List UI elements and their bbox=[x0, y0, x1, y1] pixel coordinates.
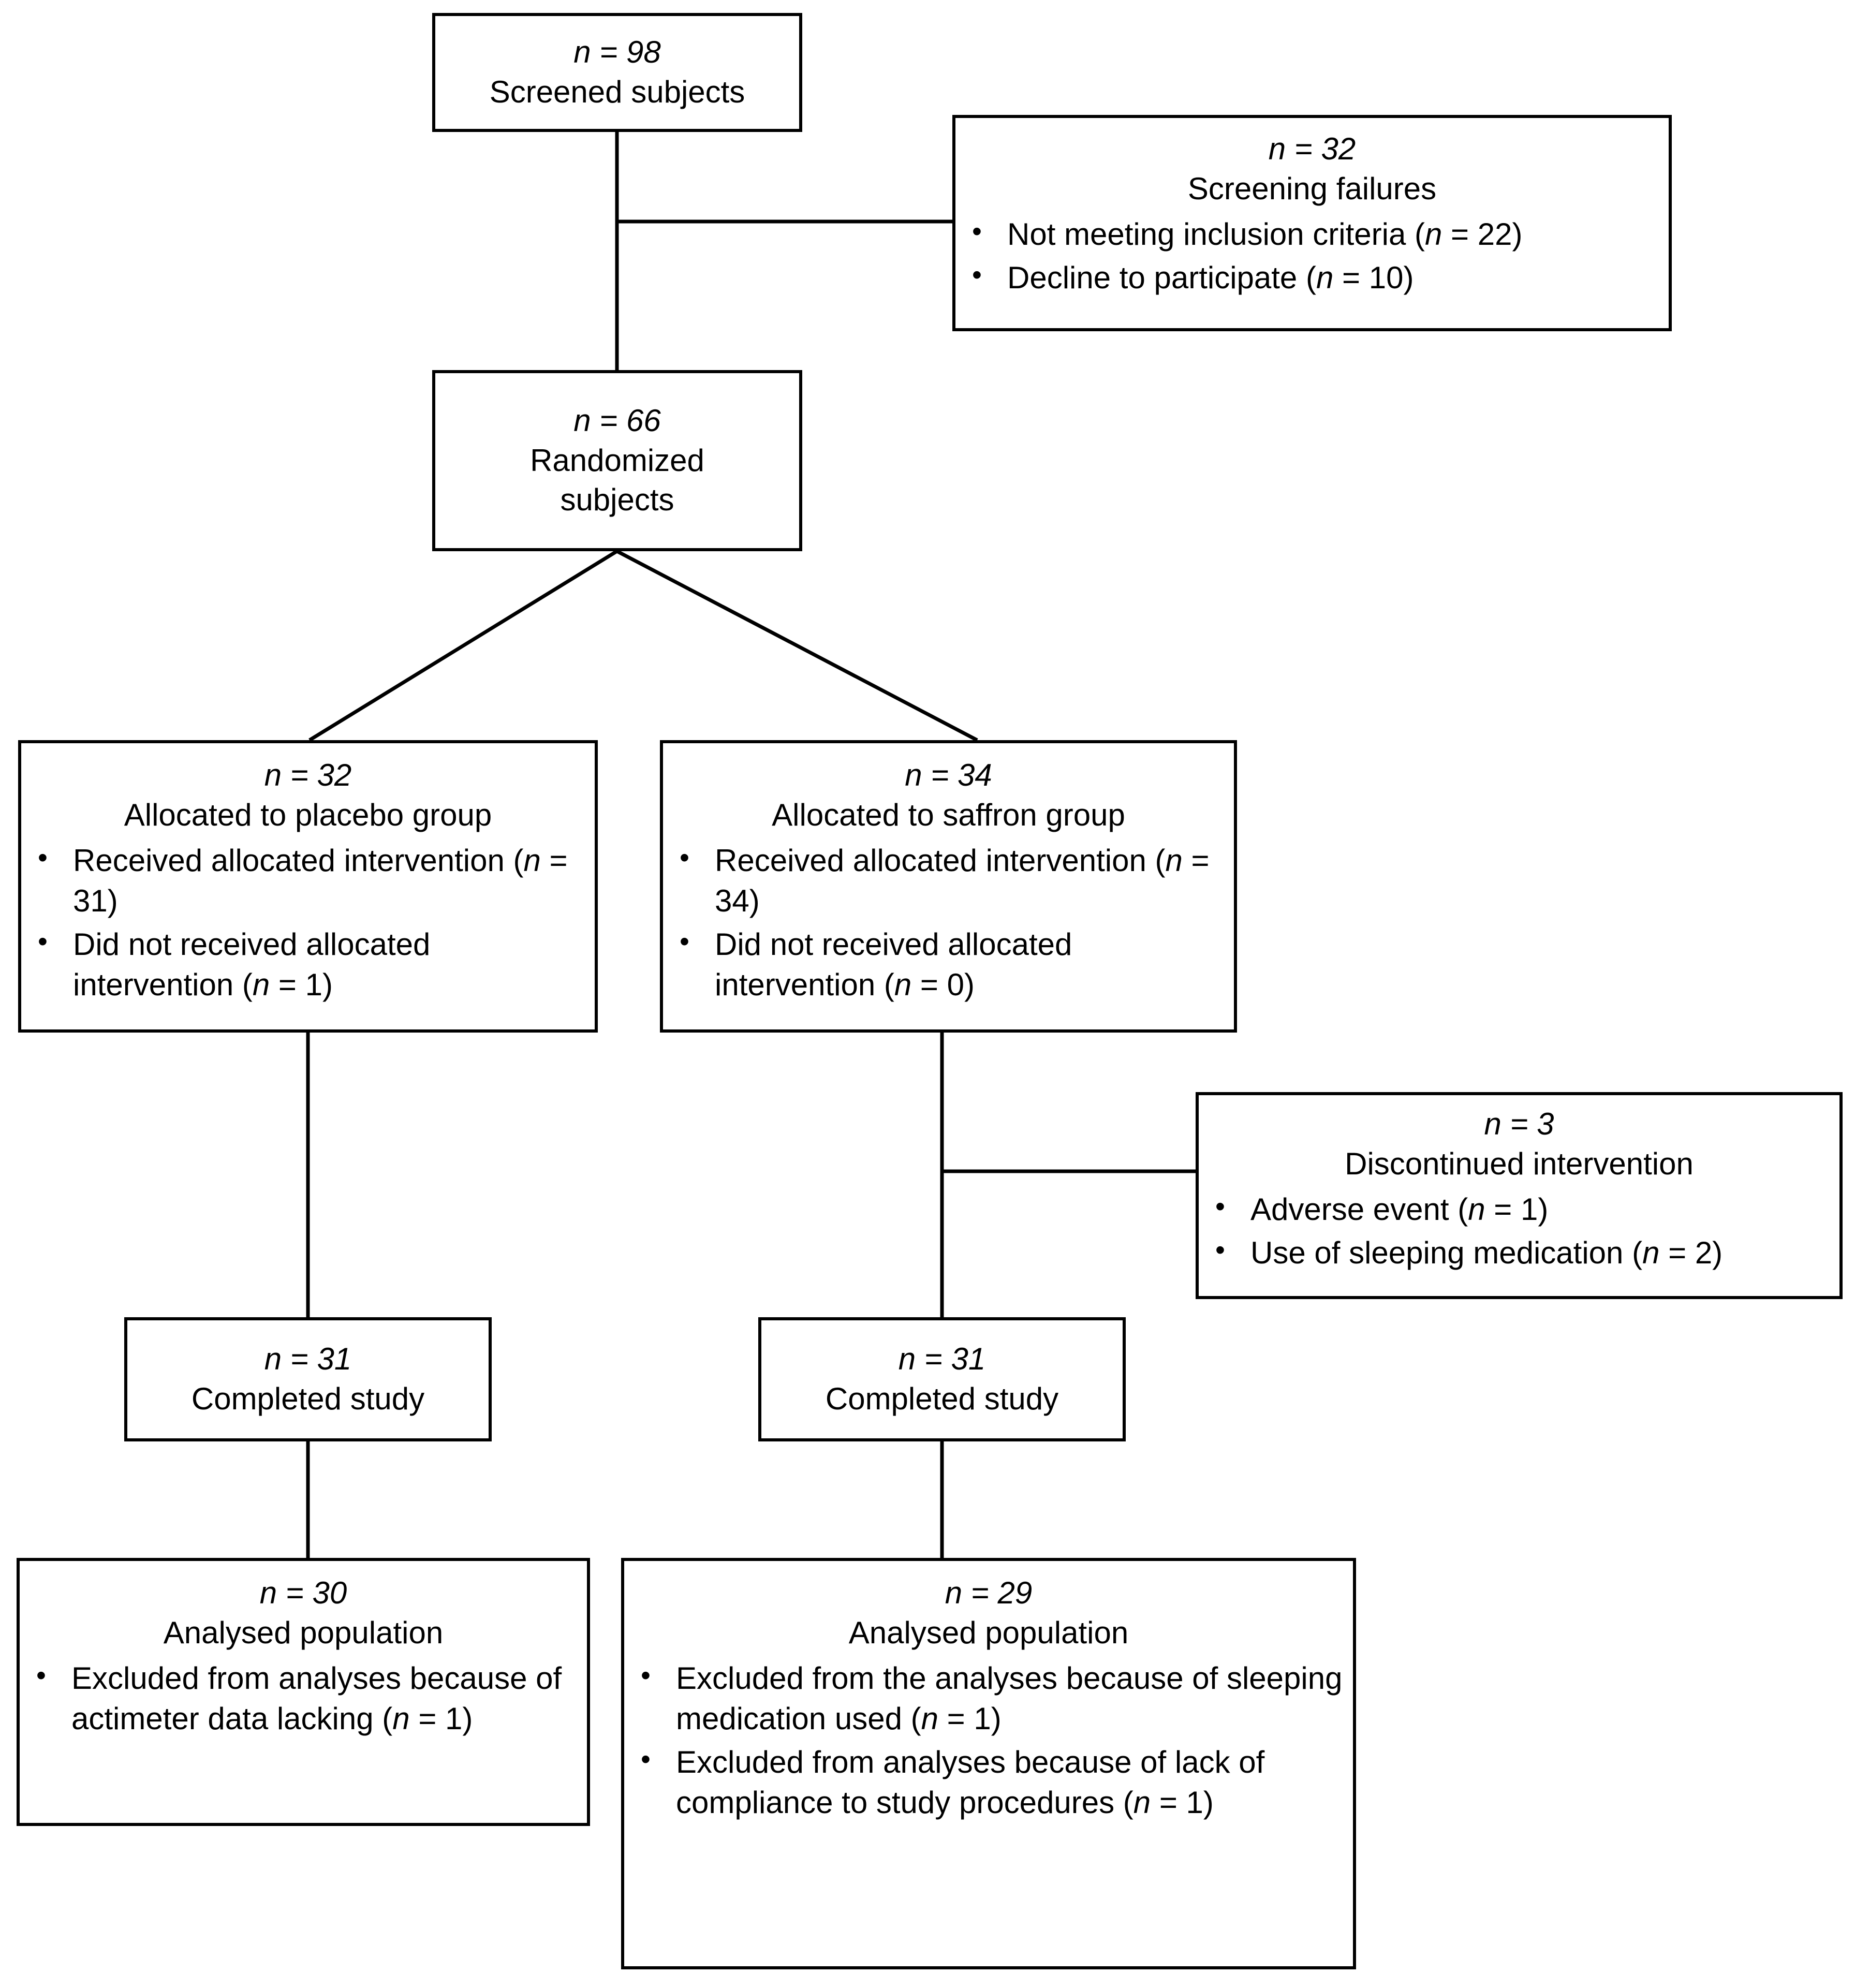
placebo-allocated-n-label: n = 32 bbox=[264, 758, 352, 792]
list-item: Decline to participate (n = 10) bbox=[965, 257, 1659, 298]
list-item: Use of sleeping medication (n = 2) bbox=[1208, 1232, 1830, 1273]
list-item: Not meeting inclusion criteria (n = 22) bbox=[965, 213, 1659, 255]
bullet-text: Use of sleeping medication ( bbox=[1250, 1235, 1643, 1270]
completed-placebo-n-label: n = 31 bbox=[264, 1342, 352, 1377]
node-analysed-population-saffron: n = 29 Analysed population Excluded from… bbox=[621, 1558, 1356, 1969]
node-allocated-placebo: n = 32 Allocated to placebo group Receiv… bbox=[18, 740, 598, 1033]
bullet-text: Adverse event ( bbox=[1250, 1191, 1468, 1227]
bullet-tail: = 1) bbox=[1151, 1785, 1214, 1820]
bullet-n: n bbox=[1133, 1785, 1151, 1820]
bullet-text: Excluded from analyses because of actime… bbox=[71, 1660, 562, 1736]
randomized-title-line2: subjects bbox=[560, 482, 674, 518]
screened-title: Screened subjects bbox=[489, 75, 745, 109]
list-item: Excluded from the analyses because of sl… bbox=[634, 1657, 1344, 1739]
bullet-text: Received allocated intervention ( bbox=[73, 843, 524, 878]
bullet-tail: = 22) bbox=[1442, 216, 1523, 252]
placebo-allocated-bullets: Received allocated intervention (n = 31)… bbox=[31, 837, 585, 1005]
bullet-tail: = 31) bbox=[73, 843, 568, 918]
analysed-placebo-bullets: Excluded from analyses because of actime… bbox=[29, 1655, 578, 1739]
node-completed-study-saffron: n = 31 Completed study bbox=[758, 1317, 1126, 1441]
list-item: Excluded from analyses because of lack o… bbox=[634, 1741, 1344, 1823]
node-screened-subjects: n = 98 Screened subjects bbox=[432, 13, 802, 132]
completed-saffron-n-label: n = 31 bbox=[898, 1342, 986, 1377]
bullet-tail: = 1) bbox=[270, 967, 333, 1002]
bullet-text: Decline to participate ( bbox=[1007, 260, 1316, 295]
list-item: Did not received allocated intervention … bbox=[31, 923, 585, 1005]
bullet-n: n bbox=[894, 967, 912, 1002]
bullet-tail: = 1) bbox=[409, 1701, 473, 1736]
screening-failures-n-label: n = 32 bbox=[1268, 131, 1356, 166]
analysed-saffron-bullets: Excluded from the analyses because of sl… bbox=[634, 1655, 1344, 1823]
bullet-text: Received allocated intervention ( bbox=[715, 843, 1166, 878]
bullet-n: n bbox=[392, 1701, 410, 1736]
node-discontinued-intervention: n = 3 Discontinued intervention Adverse … bbox=[1196, 1092, 1843, 1299]
analysed-placebo-n-label: n = 30 bbox=[259, 1575, 347, 1610]
screened-n-label: n = 98 bbox=[573, 35, 661, 70]
saffron-allocated-bullets: Received allocated intervention (n = 34)… bbox=[672, 837, 1225, 1005]
node-randomized-subjects: n = 66 Randomized subjects bbox=[432, 370, 802, 551]
list-item: Excluded from analyses because of actime… bbox=[29, 1657, 578, 1739]
list-item: Did not received allocated intervention … bbox=[672, 923, 1225, 1005]
analysed-saffron-title: Analysed population bbox=[848, 1615, 1129, 1650]
list-item: Received allocated intervention (n = 31) bbox=[31, 840, 585, 921]
bullet-text: Excluded from the analyses because of sl… bbox=[676, 1660, 1343, 1736]
screening-failures-title: Screening failures bbox=[1187, 171, 1437, 206]
randomized-n-label: n = 66 bbox=[573, 403, 661, 438]
analysed-saffron-n-label: n = 29 bbox=[945, 1575, 1033, 1610]
bullet-n: n bbox=[252, 967, 270, 1002]
completed-placebo-title: Completed study bbox=[191, 1381, 425, 1416]
bullet-tail: = 2) bbox=[1659, 1235, 1723, 1270]
bullet-n: n bbox=[1165, 843, 1183, 878]
saffron-allocated-title: Allocated to saffron group bbox=[772, 797, 1125, 832]
list-item: Adverse event (n = 1) bbox=[1208, 1188, 1830, 1230]
randomized-title-line1: Randomized bbox=[530, 443, 704, 478]
bullet-text: Not meeting inclusion criteria ( bbox=[1007, 216, 1425, 252]
discontinued-n-label: n = 3 bbox=[1484, 1107, 1554, 1141]
bullet-n: n bbox=[1642, 1235, 1660, 1270]
node-screening-failures: n = 32 Screening failures Not meeting in… bbox=[952, 115, 1672, 331]
bullet-tail: = 0) bbox=[911, 967, 975, 1002]
bullet-text: Did not received allocated intervention … bbox=[715, 926, 1072, 1002]
bullet-n: n bbox=[1468, 1191, 1485, 1227]
node-analysed-population-placebo: n = 30 Analysed population Excluded from… bbox=[17, 1558, 590, 1826]
bullet-tail: = 34) bbox=[715, 843, 1210, 918]
connector-randomized-to-saffron bbox=[616, 549, 978, 742]
completed-saffron-title: Completed study bbox=[825, 1381, 1059, 1416]
analysed-placebo-title: Analysed population bbox=[163, 1615, 444, 1650]
bullet-text: Did not received allocated intervention … bbox=[73, 926, 431, 1002]
node-completed-study-placebo: n = 31 Completed study bbox=[124, 1317, 492, 1441]
bullet-tail: = 1) bbox=[1485, 1191, 1549, 1227]
discontinued-bullets: Adverse event (n = 1) Use of sleeping me… bbox=[1208, 1186, 1830, 1273]
bullet-text: Excluded from analyses because of lack o… bbox=[676, 1744, 1265, 1820]
saffron-allocated-n-label: n = 34 bbox=[905, 758, 992, 792]
discontinued-title: Discontinued intervention bbox=[1345, 1146, 1694, 1181]
placebo-allocated-title: Allocated to placebo group bbox=[124, 797, 492, 832]
bullet-n: n bbox=[523, 843, 541, 878]
bullet-tail: = 10) bbox=[1333, 260, 1414, 295]
bullet-n: n bbox=[1316, 260, 1334, 295]
connector-randomized-to-placebo bbox=[308, 550, 618, 742]
bullet-tail: = 1) bbox=[938, 1701, 1002, 1736]
list-item: Received allocated intervention (n = 34) bbox=[672, 840, 1225, 921]
bullet-n: n bbox=[1424, 216, 1442, 252]
bullet-n: n bbox=[921, 1701, 938, 1736]
screening-failures-bullets: Not meeting inclusion criteria (n = 22) … bbox=[965, 211, 1659, 298]
node-allocated-saffron: n = 34 Allocated to saffron group Receiv… bbox=[660, 740, 1237, 1033]
